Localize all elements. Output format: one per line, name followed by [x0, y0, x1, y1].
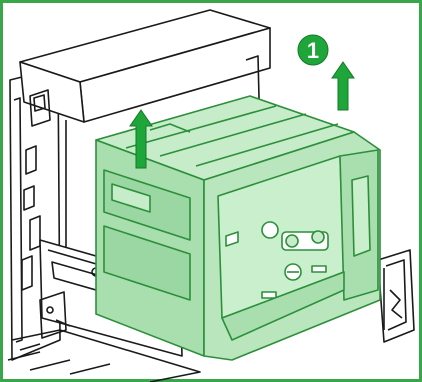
step-number-badge: 1 [298, 35, 328, 65]
step-number-label: 1 [307, 38, 319, 63]
